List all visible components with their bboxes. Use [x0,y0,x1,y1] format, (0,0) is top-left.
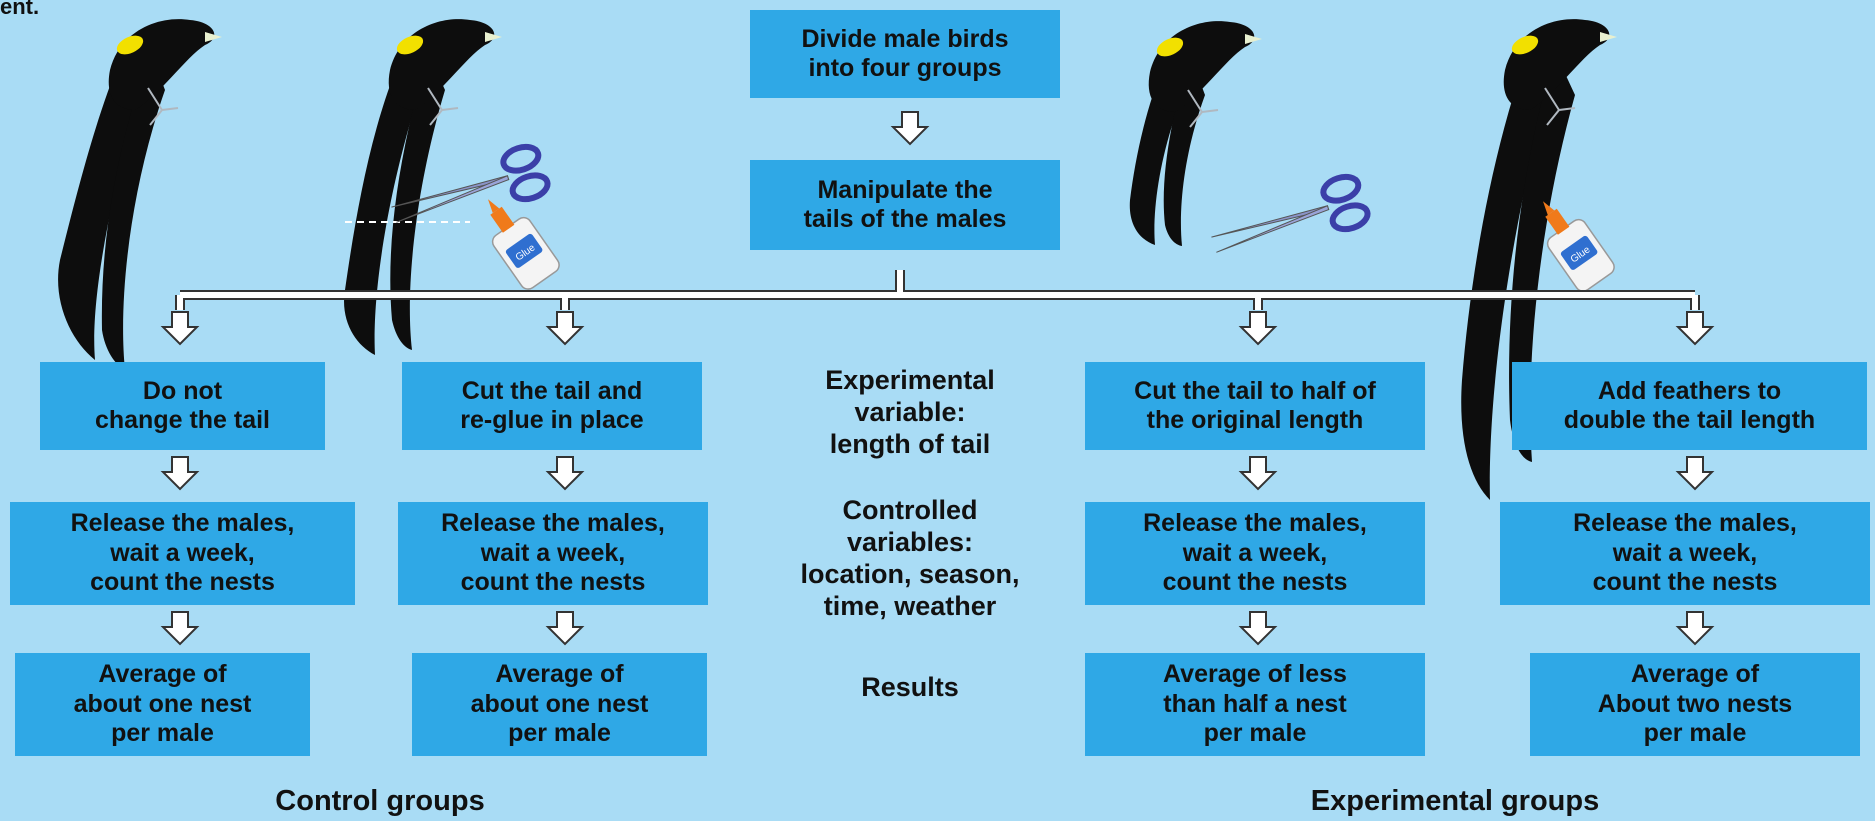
down-arrow-icon [1678,612,1712,644]
experimental-groups-caption: Experimental groups [1240,785,1670,818]
down-arrow-icon [548,612,582,644]
treatment-box-control-2: Cut the tail and re-glue in place [402,362,702,450]
down-arrow-icon [163,612,197,644]
bird-control-1 [58,19,222,370]
divide-box: Divide male birds into four groups [750,10,1060,98]
down-arrow-icon [1678,457,1712,489]
experimental-variable-label: Experimental variable: length of tail [750,365,1070,461]
treatment-box-control-1: Do not change the tail [40,362,325,450]
result-box-control-1: Average of about one nest per male [15,653,310,756]
treatment-box-experimental-2: Add feathers to double the tail length [1512,362,1867,450]
down-arrow-icon [548,312,582,344]
results-label: Results [750,672,1070,704]
release-box-control-2: Release the males, wait a week, count th… [398,502,708,605]
treatment-box-experimental-1: Cut the tail to half of the original len… [1085,362,1425,450]
release-box-experimental-2: Release the males, wait a week, count th… [1500,502,1870,605]
scissors-icon [1206,173,1370,271]
release-box-control-1: Release the males, wait a week, count th… [10,502,355,605]
down-arrow-icon [163,457,197,489]
down-arrow-icon [163,312,197,344]
result-box-experimental-2: Average of About two nests per male [1530,653,1860,756]
down-arrow-icon [548,457,582,489]
manipulate-box: Manipulate the tails of the males [750,160,1060,250]
down-arrow-icon [1241,457,1275,489]
result-box-control-2: Average of about one nest per male [412,653,707,756]
down-arrow-icon [1241,312,1275,344]
release-box-experimental-1: Release the males, wait a week, count th… [1085,502,1425,605]
glue-bottle-icon: Glue [470,187,562,293]
controlled-variables-label: Controlled variables: location, season, … [750,495,1070,622]
control-groups-caption: Control groups [200,785,560,818]
result-box-experimental-1: Average of less than half a nest per mal… [1085,653,1425,756]
down-arrow-icon [1241,612,1275,644]
bird-experimental-1 [1130,21,1262,246]
down-arrow-icon [893,112,927,144]
down-arrow-icon [1678,312,1712,344]
